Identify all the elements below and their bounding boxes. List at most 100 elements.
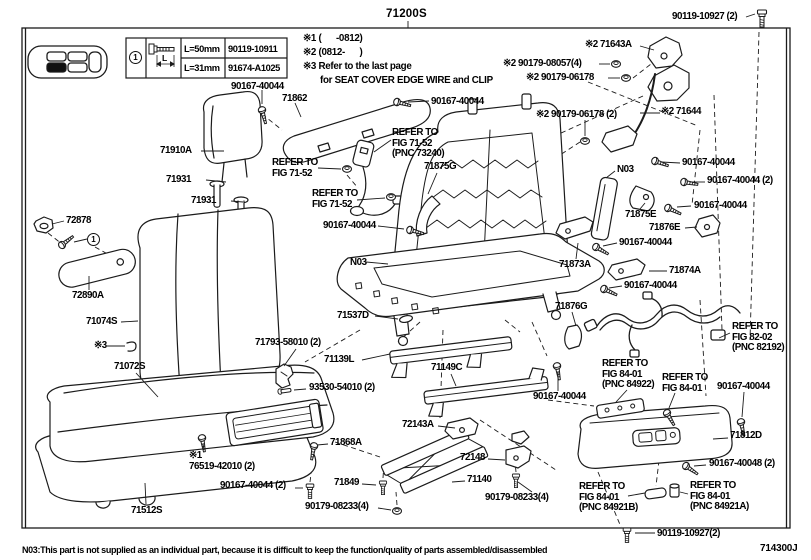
part-label-90119-10927b: 90119-10927(2) [657, 528, 720, 539]
part-label-90167-40048: 90167-40048 (2) [709, 458, 775, 469]
bolt-icon [622, 527, 632, 543]
front-trim-71868A [225, 398, 324, 447]
part-label-90167-40044-2: 90167-40044 (2) [220, 480, 286, 491]
part-label-71868A: 71868A [330, 437, 362, 448]
recliner-71643A [647, 36, 690, 102]
legend-length-1: L=50mm [184, 44, 220, 54]
diagram-index-marker: 1 [87, 233, 100, 246]
release-rod-71644 [601, 73, 656, 153]
part-label-71931b: 71931 [191, 195, 216, 206]
clip-x3-icon [126, 341, 137, 352]
bracket-71875E [629, 185, 655, 212]
wiring-harness [583, 291, 741, 358]
bracket-84922 [596, 398, 645, 419]
rail-71149C [423, 367, 549, 418]
screw-icon [679, 177, 699, 189]
part-label-71931: 71931 [166, 174, 191, 185]
refer-label-fig84-01-84922: REFER TO FIG 84-01 (PNC 84922) [602, 358, 655, 391]
rail-71139L [389, 336, 513, 379]
part-label-90167-40044d: 90167-40044 [682, 157, 735, 168]
part-label-71910A: 71910A [160, 145, 192, 156]
part-label-72878: 72878 [66, 215, 91, 226]
refer-label-fig84-01-84921B: REFER TO FIG 84-01 (PNC 84921B) [579, 481, 638, 514]
refer-label-fig84-01: REFER TO FIG 84-01 [662, 372, 708, 394]
screw-icon [662, 202, 683, 218]
part-label-71643A: ※2 71643A [585, 39, 632, 50]
refer-label-fig71-52-pnc73240: REFER TO FIG 71-52 (PNC 73240) [392, 127, 445, 160]
note-1: ※1 ( -0812) [303, 33, 363, 44]
side-member-N03 [590, 176, 618, 241]
vehicle-icon [27, 45, 108, 79]
cap-84921A [669, 483, 680, 498]
part-label-71849: 71849 [334, 477, 359, 488]
nut-icon [341, 165, 353, 173]
leader-lines [51, 13, 756, 534]
bracket-72148 [505, 430, 532, 469]
assembly-dashed-lines [47, 31, 760, 528]
nut-icon [579, 137, 591, 145]
part-label-90167-40044e: 90167-40044 (2) [707, 175, 773, 186]
screw-icon [590, 241, 611, 258]
part-label-90167-40044i: 90167-40044 [533, 391, 586, 402]
part-label-71875E: 71875E [625, 209, 657, 220]
part-label-71876E: 71876E [649, 222, 681, 233]
part-label-71537D: 71537D [337, 310, 369, 321]
bolt-icon [756, 9, 768, 28]
link-71874A [607, 258, 646, 281]
legend-part-1: 90119-10911 [228, 44, 278, 54]
nut-icon [620, 74, 632, 82]
part-label-90179-08233L: 90179-08233(4) [305, 501, 369, 512]
bracket-71876G [564, 324, 583, 350]
bolt-icon [305, 483, 315, 499]
diagram-footnote: N03:This part is not supplied as an indi… [22, 545, 548, 555]
legend-index-marker: 1 [129, 51, 142, 64]
legend-length-2: L=31mm [184, 63, 220, 73]
part-label-71875G: 71875G [424, 161, 457, 172]
legend-dim-letter: L [162, 53, 168, 63]
part-label-71873A: 71873A [559, 259, 591, 270]
part-label-90167-40044f: 90167-40044 [694, 200, 747, 211]
refer-label-fig84-01-84921A: REFER TO FIG 84-01 (PNC 84921A) [690, 480, 749, 513]
part-label-71074S: 71074S [86, 316, 118, 327]
note-2: ※2 (0812- ) [303, 47, 363, 58]
armrest-72890A [58, 248, 136, 288]
part-label-71072S: 71072S [114, 361, 146, 372]
part-label-N03b: N03 [617, 164, 634, 175]
part-label-90167-40044g: 90167-40044 [619, 237, 672, 248]
cushion-frame [336, 232, 605, 347]
bracket-72143A [444, 417, 479, 440]
part-label-76519-42010: ※1 76519-42010 (2) [189, 450, 255, 472]
refer-label-fig82-02: REFER TO FIG 82-02 (PNC 82192) [732, 321, 785, 354]
part-label-71644: ※2 71644 [661, 106, 702, 117]
bolt-icon [511, 473, 521, 489]
headrest-71910A [202, 90, 263, 183]
part-label-71140: 71140 [467, 474, 492, 485]
part-label-71862: 71862 [282, 93, 307, 104]
note-3: ※3 Refer to the last page [303, 61, 412, 72]
legend-part-2: 91674-A1025 [228, 63, 280, 73]
spacer-84921B [644, 487, 667, 500]
part-label-71812D: 71812D [730, 430, 762, 441]
part-label-90119-10927: 90119-10927 (2) [672, 11, 738, 22]
nut-72878 [33, 216, 54, 234]
seatback-board-71862 [282, 98, 431, 164]
side-shield-71812D [577, 404, 733, 469]
part-label-90167-40044: 90167-40044 [231, 81, 284, 92]
part-label-90179-08233R: 90179-08233(4) [485, 492, 549, 503]
screw-icon [598, 283, 619, 299]
part-label-90179-06178: ※2 90179-06178 [526, 72, 594, 83]
part-label-93530-54010: 93530-54010 (2) [309, 382, 375, 393]
part-label-72148: 72148 [460, 452, 485, 463]
link-71873A [555, 216, 594, 240]
bracket-71875G [415, 195, 441, 237]
nut-icon [610, 60, 622, 68]
screw-icon [680, 460, 701, 478]
headrest-support-71931 [209, 180, 225, 208]
part-label-90167-40044c: 90167-40044 [323, 220, 376, 231]
nut-icon [385, 193, 397, 201]
doc-number: 714300J [760, 543, 798, 554]
part-label-71874A: 71874A [669, 265, 701, 276]
part-label-72890A: 72890A [72, 290, 104, 301]
